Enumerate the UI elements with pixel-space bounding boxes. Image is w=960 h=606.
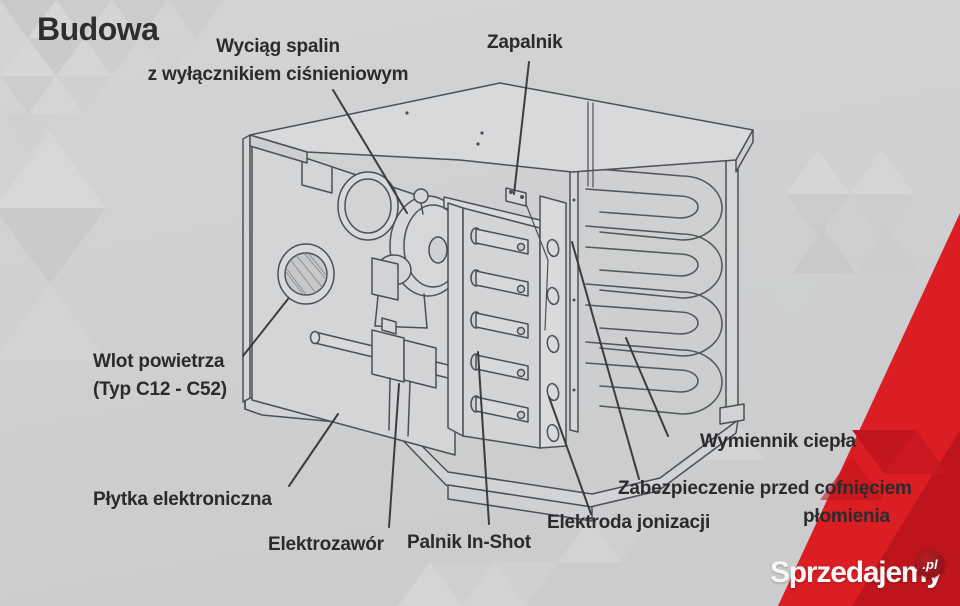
- rear-post: [719, 154, 745, 425]
- label-control-board: Płytka elektroniczna: [93, 489, 272, 510]
- frame-post: [569, 164, 579, 433]
- label-inshot-burner: Palnik In-Shot: [407, 532, 531, 553]
- label-air-inlet-line1: Wlot powietrza: [93, 351, 225, 372]
- label-air-inlet: Wlot powietrza (Typ C12 - C52): [93, 348, 227, 404]
- leader-flashback-protection: [571, 241, 640, 480]
- air-inlet-grille: [277, 243, 335, 305]
- leader-flue-exhaust: [332, 89, 408, 214]
- electrode-wire: [525, 203, 549, 331]
- pressure-switch: [413, 188, 429, 204]
- label-flue-exhaust-line2: z wyłącznikiem ciśnieniowym: [147, 64, 409, 85]
- leader-lines: [242, 61, 669, 528]
- watermark-brand-text: Sprzedajemy: [770, 556, 943, 589]
- leader-solenoid-valve: [388, 383, 400, 528]
- label-air-inlet-line2: (Typ C12 - C52): [93, 379, 227, 400]
- label-solenoid-valve: Elektrozawór: [268, 534, 384, 555]
- label-flue-exhaust: Wyciąg spalin z wyłącznikiem ciśnieniowy…: [118, 33, 438, 89]
- leader-air-inlet: [242, 298, 289, 357]
- label-igniter: Zapalnik: [487, 32, 563, 53]
- watermark-pl-badge: .pl: [916, 550, 944, 578]
- watermark-logo: Sprzedajemy .pl: [770, 550, 960, 602]
- leader-control-board: [288, 413, 339, 487]
- label-flashback-protection-line2: płomienia: [803, 506, 890, 527]
- furnace-diagram: [242, 82, 754, 522]
- page-title: Budowa: [37, 11, 159, 47]
- label-ionization-electrode: Elektroda jonizacji: [547, 512, 711, 533]
- roof-panel: [249, 82, 754, 188]
- leader-igniter: [513, 61, 530, 195]
- label-flashback-protection-line1: Zabezpieczenie przed cofnięciem: [618, 478, 912, 499]
- leader-heat-exchanger: [625, 337, 669, 437]
- leader-inshot-burner: [477, 351, 490, 525]
- burner-rack: [443, 187, 567, 449]
- label-flue-exhaust-line1: Wyciąg spalin: [216, 36, 340, 57]
- label-heat-exchanger: Wymiennik ciepła: [700, 431, 856, 452]
- leader-ionization-electrode: [548, 396, 592, 515]
